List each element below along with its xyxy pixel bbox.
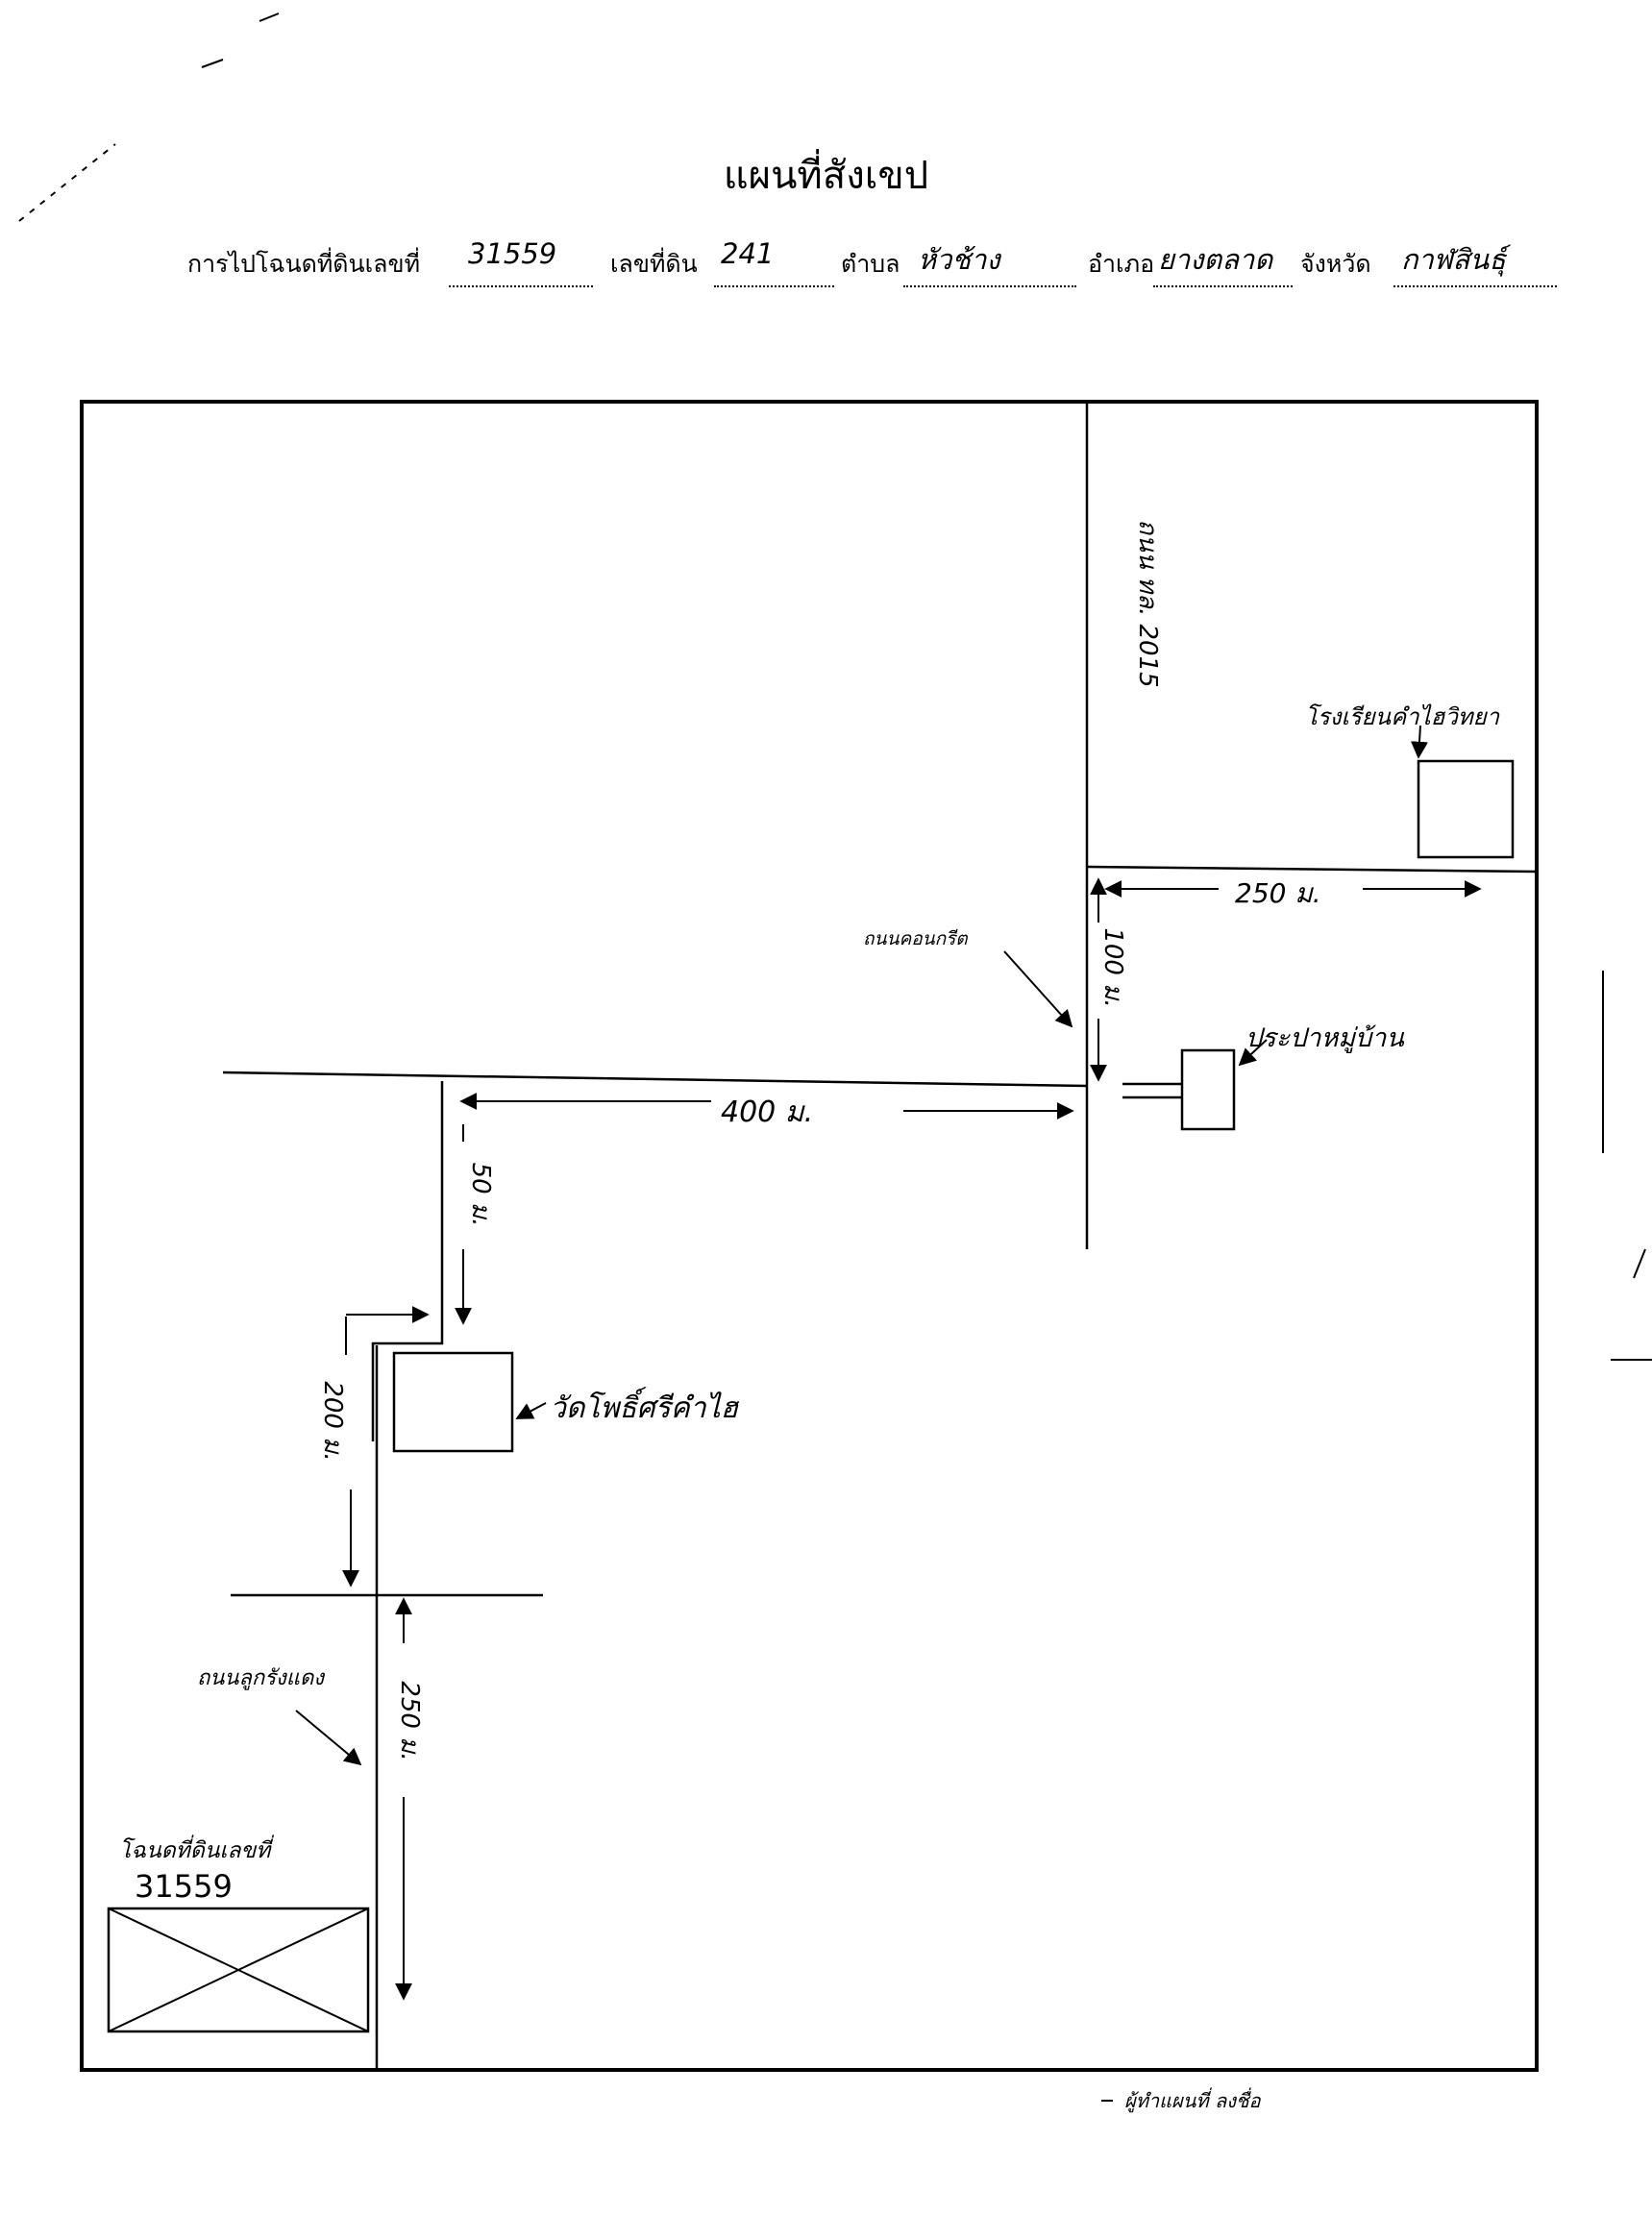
subdistrict-value: หัวช้าง [918,243,1000,276]
scan-marks [18,12,1652,1361]
laterite-road-label: ถนนลูกรังแดง [197,1666,324,1690]
page-title: แผนที่สังเขป [723,154,929,198]
water-supply-label: ประปาหมู่บ้าน [1245,1023,1404,1053]
subdistrict-dots [903,285,1076,287]
leader-arrows [295,725,1428,1766]
leader-concrete-road [1003,950,1073,1028]
temple-road-line [371,1081,444,1441]
deed-number-label: 31559 [135,1868,233,1905]
concrete-road-line [222,1071,1088,1088]
temple-label: วัดโพธิ์ศรีคำไฮ [550,1391,738,1425]
water-supply-building [1180,1048,1236,1131]
deed-caption: โฉนดที่ดินเลขที่ [119,1838,271,1863]
dist-down-main-label: 100 ม. [1098,927,1127,1008]
deed-label: การไปโฉนดที่ดินเลขที่ [187,250,421,278]
form-line: การไปโฉนดที่ดินเลขที่ 31559 เลขที่ดิน 24… [187,237,1562,293]
province-dots [1393,285,1557,287]
footer-scrawl: ผู้ทำแผนที่ ลงชื่อ [1124,2089,1261,2112]
plot-31559 [107,1907,370,2033]
land-no-label: เลขที่ดิน [610,250,698,278]
roads [222,402,1538,2070]
school-label: โรงเรียนคำไฮวิทยา [1305,703,1500,730]
leader-school [1410,725,1428,759]
map-frame [80,400,1539,2072]
land-number: 241 [721,237,775,270]
dist-to-plot-label: 250 ม. [395,1681,424,1761]
district-label: อำเภอ [1088,250,1155,278]
deed-dots [449,285,593,287]
school-building [1417,759,1515,859]
leader-water [1238,1039,1268,1067]
temple-building [392,1351,514,1453]
deed-number: 31559 [468,237,557,270]
leader-laterite-road [295,1710,362,1766]
dist-school-label: 250 ม. [1235,877,1321,909]
school-road-line [1086,865,1538,874]
province-label: จังหวัด [1300,250,1371,278]
leader-temple [515,1402,547,1419]
dist-left-down-label: 200 ม. [318,1381,347,1462]
highway-label: ถนน ทล. 2015 [1133,519,1162,688]
subdistrict-label: ตำบล [841,250,900,278]
dimension-arrows [342,877,1482,2001]
land-dots [714,285,834,287]
province-value: กาฬสินธุ์ [1401,243,1506,276]
dist-west-label: 400 ม. [721,1095,814,1129]
concrete-road-label: ถนนคอนกรีต [863,928,968,949]
district-value: ยางตลาด [1158,243,1273,276]
dist-temple-label: 50 ม. [466,1162,495,1227]
district-dots [1153,285,1293,287]
